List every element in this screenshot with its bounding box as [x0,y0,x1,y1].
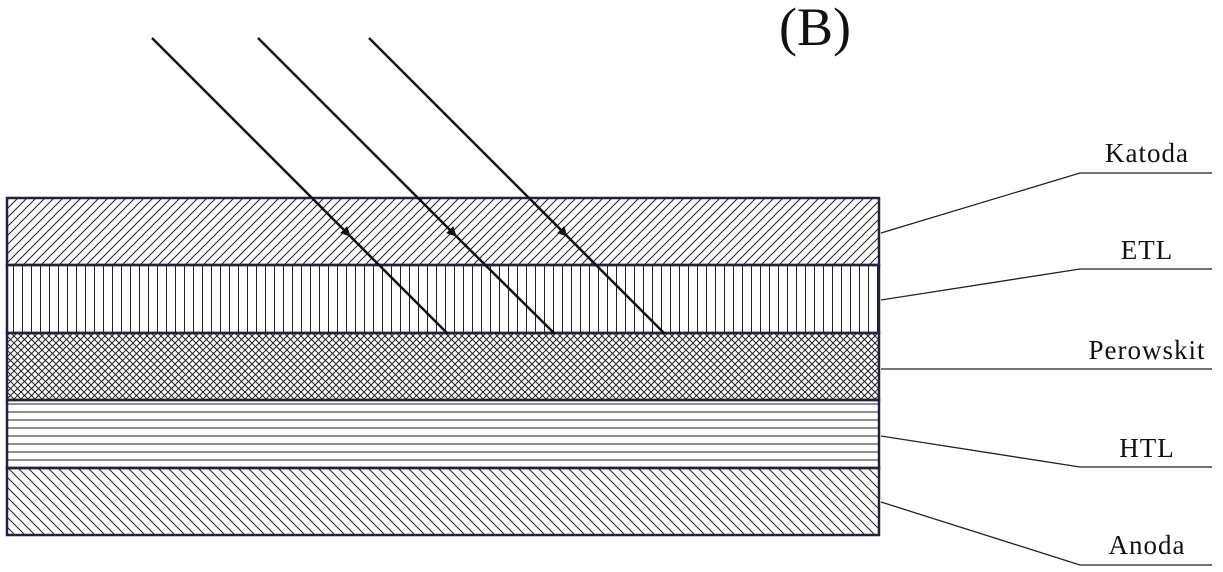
layer-anoda [5,466,881,537]
layer-etl [5,263,881,335]
label-anoda: Anoda [1108,530,1186,560]
label-etl: ETL [1120,235,1174,265]
label-htl: HTL [1119,433,1175,463]
leader-line-htl [880,435,1212,468]
leader-lines [880,172,1212,566]
leader-line-katoda [880,172,1212,234]
layer-stack [5,196,881,537]
leader-line-etl [880,268,1212,301]
incident-light-arrows [151,37,666,335]
light-ray-line [349,235,449,335]
panel-label: (B) [779,0,851,57]
layer-katoda [5,196,881,267]
label-perowskit: Perowskit [1088,335,1206,365]
arrow-icon [257,37,457,237]
layer-perowskit [5,331,881,402]
layer-htl [5,398,881,470]
arrow-icon [151,37,351,237]
light-ray-line [566,235,666,335]
light-ray-line [455,235,556,335]
arrow-icon [368,37,568,237]
leader-line-anoda [880,501,1212,566]
label-katoda: Katoda [1105,138,1189,168]
